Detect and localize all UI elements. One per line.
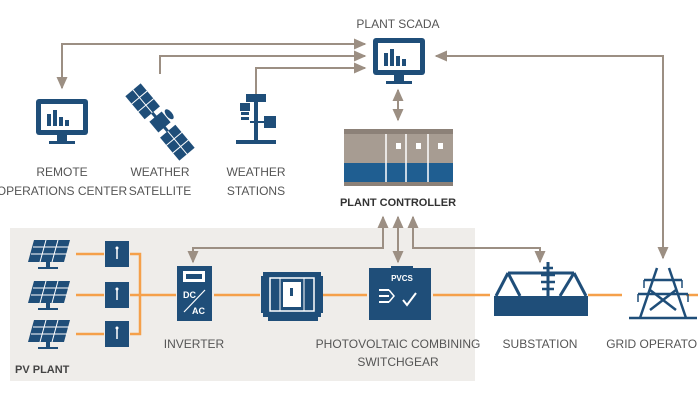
plant-controller-cabinet-icon [344,129,453,186]
pvcs-badge: PVCS [391,274,413,283]
link-stations-scada [255,62,367,94]
inverter-label: INVERTER [164,337,225,351]
switchgear-label-line2: SWITCHGEAR [357,355,439,369]
remote-ops-label-line1: REMOTE [36,165,87,179]
combiner-box-icon [105,241,129,267]
inverter-ac-text: AC [192,306,205,316]
solar-panel-icon [28,239,70,269]
combiner-box-icon [105,321,129,347]
remote-ops-label-line2: OPERATIONS CENTER [0,184,128,198]
plant-controller-label: PLANT CONTROLLER [340,197,456,209]
substation-icon [494,262,588,316]
link-controller-substation [407,215,546,264]
link-satellite-scada [159,50,367,74]
solar-panel-icon [28,319,70,349]
transformer-icon [261,272,323,321]
substation-label: SUBSTATION [503,337,578,351]
plant-scada-icon [373,38,425,84]
satellite-icon [125,83,195,161]
stations-label-line1: WEATHER [226,165,285,179]
satellite-label-line2: SATELLITE [129,184,191,198]
link-scada-grid [434,50,669,260]
stations-label-line2: STATIONS [227,184,285,198]
solar-panel-icon [28,280,70,310]
pv-plant-label: PV PLANT [15,364,70,376]
transmission-tower-icon [629,267,697,320]
plant-scada-label: PLANT SCADA [356,17,439,31]
switchgear-icon: PVCS [369,266,431,320]
communication-links [56,38,669,264]
link-scada-remote [56,38,367,90]
combiner-box-icon [105,282,129,308]
inverter-icon: DC AC [177,266,212,321]
satellite-label-line1: WEATHER [130,165,189,179]
power-lines [76,252,698,336]
remote-ops-monitor-icon [36,99,88,144]
grid-operator-label: GRID OPERATOR [606,337,698,351]
link-controller-inverter [187,215,389,264]
weather-station-icon [236,94,276,144]
inverter-dc-text: DC [183,290,196,300]
switchgear-label-line1: PHOTOVOLTAIC COMBINING [316,337,481,351]
